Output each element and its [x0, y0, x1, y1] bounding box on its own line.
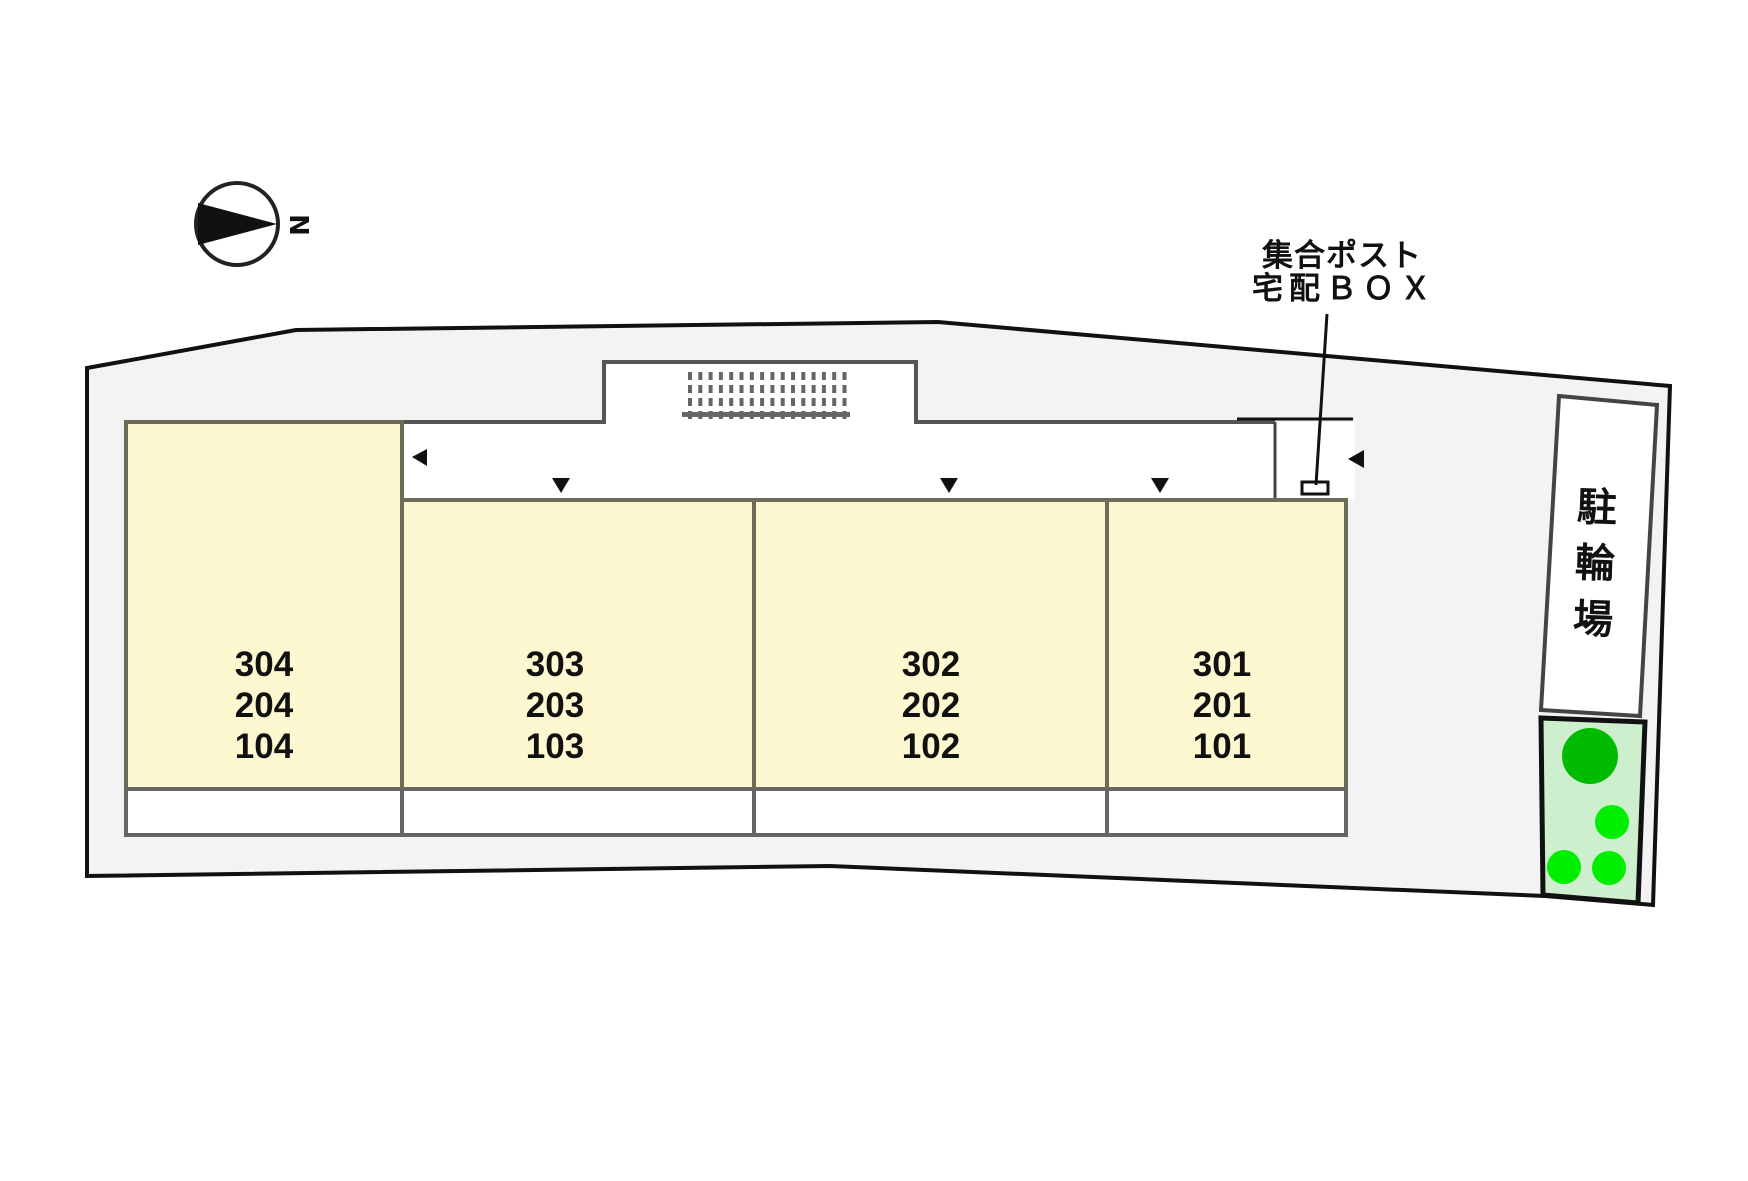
tree-icon: [1595, 805, 1629, 839]
bike-char: 場: [1572, 596, 1614, 644]
tree-icon: [1547, 850, 1581, 884]
balcony-strip: [124, 787, 1348, 837]
callout-line-2: 宅配ＢＯＸ: [1252, 271, 1437, 307]
unit-number: 101: [1192, 727, 1252, 766]
entrance-arrow-left-icon: [1348, 450, 1364, 468]
mailbox-callout: 集合ポスト 宅配ＢＯＸ: [1252, 240, 1432, 306]
unit-number: 104: [234, 727, 294, 766]
unit-number: 302: [901, 645, 961, 684]
stair-landing-outline: [402, 360, 1275, 424]
entrance-arrow-down-icon: [552, 478, 570, 493]
unit-label-col-1: 301 201 101: [1122, 644, 1322, 767]
stairs-icon: [682, 372, 850, 419]
unit-label-col-4: 304 204 104: [164, 644, 364, 767]
entrance-arrow-down-icon: [1151, 478, 1169, 493]
unit-label-col-3: 303 203 103: [455, 644, 655, 767]
bike-char: 輪: [1574, 540, 1616, 588]
unit-number: 303: [525, 645, 585, 684]
unit-number: 202: [901, 686, 961, 725]
unit-label-col-2: 302 202 102: [831, 644, 1031, 767]
unit-number: 304: [234, 645, 294, 684]
bicycle-parking-area: [1538, 393, 1660, 719]
north-letter: N: [282, 214, 313, 236]
mailbox-icon: [1300, 313, 1330, 496]
bicycle-parking-label: 駐 輪 場: [1570, 479, 1620, 648]
unit-number: 203: [525, 686, 585, 725]
north-arrow-icon: [194, 181, 280, 267]
unit-number: 204: [234, 686, 294, 725]
entrance-arrow-down-icon: [940, 478, 958, 493]
unit-number: 102: [901, 727, 961, 766]
unit-number: 301: [1192, 645, 1252, 684]
bike-char: 駐: [1576, 484, 1618, 532]
tree-icon: [1592, 851, 1626, 885]
callout-line-1: 集合ポスト: [1262, 238, 1422, 274]
entrance-arrow-left-icon: [412, 449, 427, 466]
unit-block-304: [124, 420, 404, 791]
tree-icon: [1562, 728, 1618, 784]
stair-landing: [402, 362, 1355, 500]
unit-number: 201: [1192, 686, 1252, 725]
unit-number: 103: [525, 727, 585, 766]
